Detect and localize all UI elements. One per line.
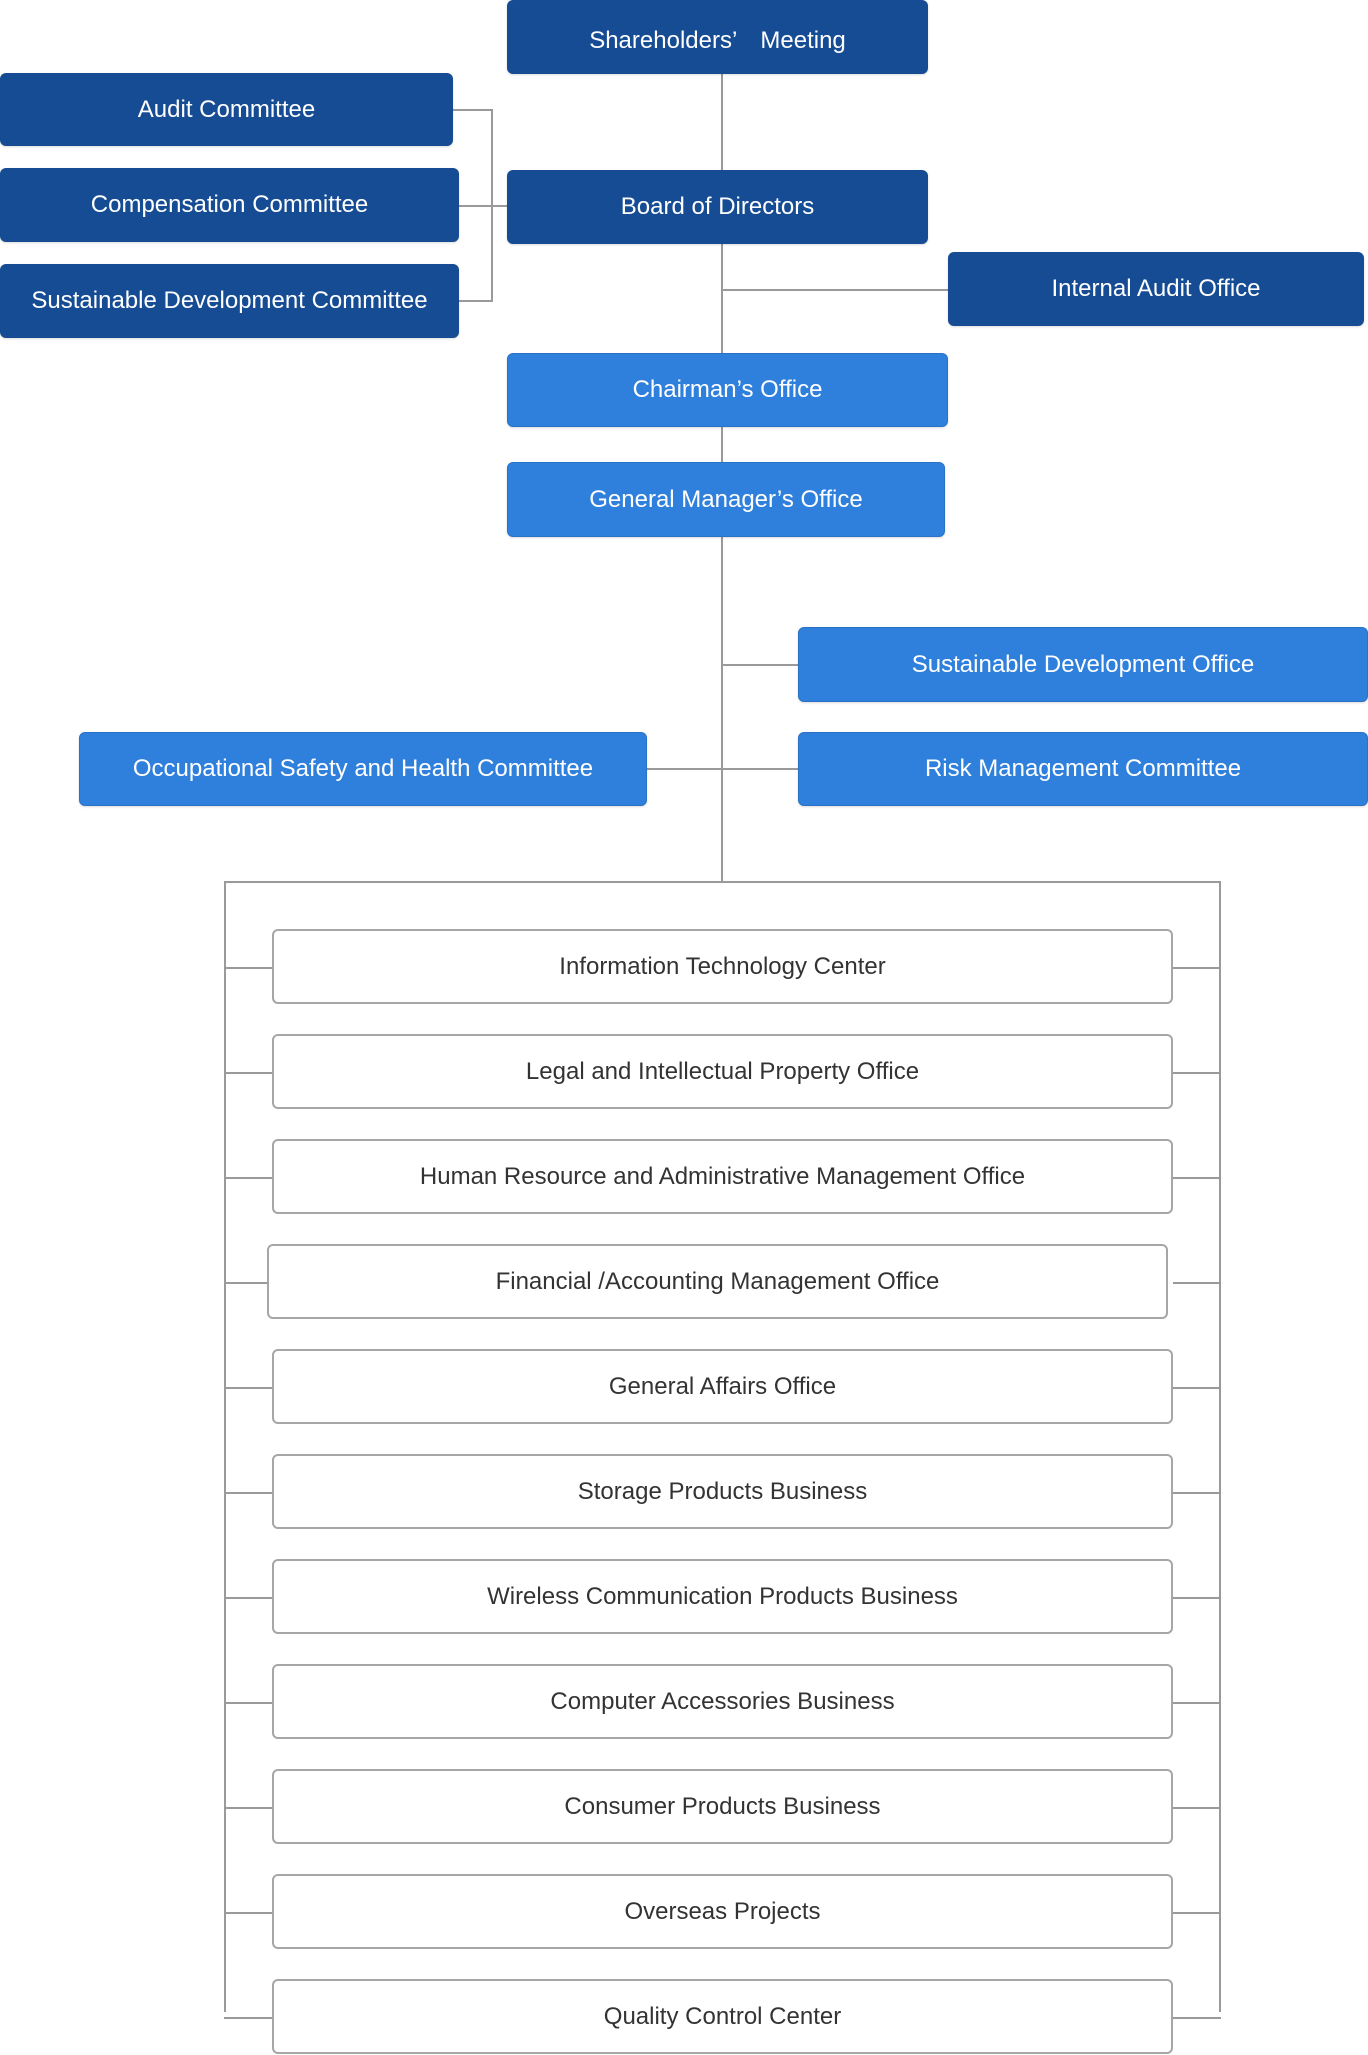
department-tick-right (1173, 1282, 1221, 1284)
internal-audit-connector (723, 289, 948, 291)
department-tick-left (224, 1492, 272, 1494)
department-tick-right (1173, 967, 1221, 969)
general-manager-office-box: General Manager’s Office (507, 462, 945, 537)
department-box: Overseas Projects (272, 1874, 1173, 1949)
osh-committee-connector (647, 768, 721, 770)
department-bracket-right (1219, 881, 1221, 2012)
department-bracket-left (224, 881, 226, 2012)
department-box: Computer Accessories Business (272, 1664, 1173, 1739)
department-tick-left (224, 967, 272, 969)
shareholders-meeting-box: Shareholders’ Meeting (507, 0, 928, 74)
department-tick-right (1173, 1597, 1221, 1599)
risk-committee-connector (723, 768, 798, 770)
department-tick-left (224, 1702, 272, 1704)
department-box: Quality Control Center (272, 1979, 1173, 2054)
department-tick-right (1173, 1807, 1221, 1809)
department-box: General Affairs Office (272, 1349, 1173, 1424)
risk-management-committee-box: Risk Management Committee (798, 732, 1368, 806)
department-tick-right (1173, 1492, 1221, 1494)
department-tick-left (224, 2017, 272, 2019)
department-tick-left (224, 1912, 272, 1914)
committee-bracket-board (459, 205, 507, 207)
department-tick-left (224, 1072, 272, 1074)
department-box: Human Resource and Administrative Manage… (272, 1139, 1173, 1214)
osh-committee-box: Occupational Safety and Health Committee (79, 732, 647, 806)
department-tick-left (224, 1177, 272, 1179)
department-tick-right (1173, 1177, 1221, 1179)
department-tick-left (224, 1282, 267, 1284)
sustainable-development-office-box: Sustainable Development Office (798, 627, 1368, 702)
department-box: Wireless Communication Products Business (272, 1559, 1173, 1634)
main-connector-lower (721, 537, 723, 882)
department-tick-left (224, 1597, 272, 1599)
sustainable-development-committee-box: Sustainable Development Committee (0, 264, 459, 338)
committee-bracket-sustainable (459, 300, 493, 302)
board-of-directors-box: Board of Directors (507, 170, 928, 244)
department-tick-right (1173, 1912, 1221, 1914)
audit-committee-box: Audit Committee (0, 73, 453, 146)
department-tick-right (1173, 1387, 1221, 1389)
committee-bracket-audit (453, 109, 493, 111)
chairman-office-box: Chairman’s Office (507, 353, 948, 427)
department-box: Storage Products Business (272, 1454, 1173, 1529)
department-bracket-top (224, 881, 1221, 883)
sustainable-office-connector (723, 664, 798, 666)
internal-audit-office-box: Internal Audit Office (948, 252, 1364, 326)
department-tick-right (1173, 2017, 1221, 2019)
department-tick-right (1173, 1702, 1221, 1704)
department-box: Financial /Accounting Management Office (267, 1244, 1168, 1319)
main-connector-upper (721, 74, 723, 462)
department-tick-left (224, 1387, 272, 1389)
department-box: Information Technology Center (272, 929, 1173, 1004)
compensation-committee-box: Compensation Committee (0, 168, 459, 242)
department-box: Legal and Intellectual Property Office (272, 1034, 1173, 1109)
department-tick-right (1173, 1072, 1221, 1074)
department-tick-left (224, 1807, 272, 1809)
department-box: Consumer Products Business (272, 1769, 1173, 1844)
